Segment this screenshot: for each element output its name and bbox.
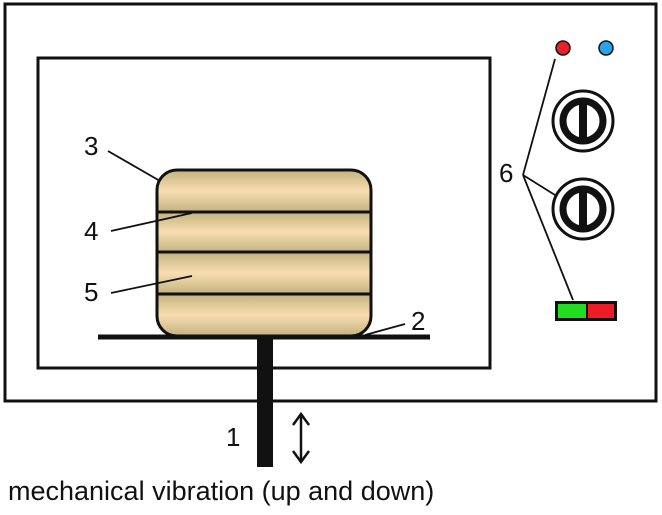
rotary-knob-icon[interactable] [551,89,615,153]
label-platform: 2 [411,306,425,336]
power-switch[interactable] [555,301,617,321]
rotary-knob-icon[interactable] [551,177,615,241]
sample-band-3 [157,252,371,294]
label-layer-top: 3 [84,131,98,161]
sample-band-2 [157,212,371,252]
label-shaker-rod: 1 [226,422,240,452]
leader-lines [107,58,574,336]
label-controls: 6 [499,158,513,188]
shaker-rod [257,337,273,467]
label-layer-lower: 5 [84,277,98,307]
caption: mechanical vibration (up and down) [8,476,435,506]
layered-sample [157,170,371,336]
indicator-light-blue [598,40,614,56]
indicator-light-red [555,40,571,56]
sample-band-1 [157,170,371,212]
double-arrow-vertical-icon [291,411,311,465]
label-layer-middle: 4 [84,216,98,246]
sample-band-4 [157,294,371,336]
